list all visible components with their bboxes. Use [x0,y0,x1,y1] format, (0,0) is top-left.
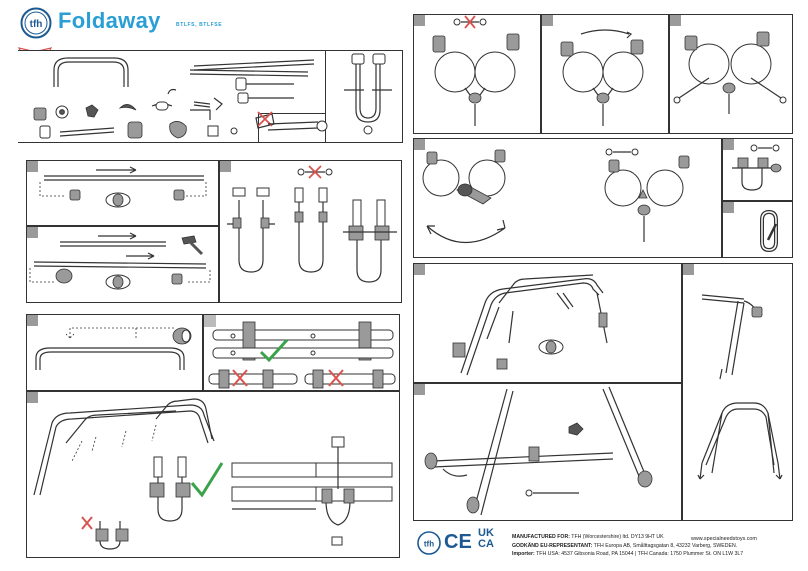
step-number-5 [204,315,216,327]
website-link[interactable]: www.specialneedstoys.com [691,536,757,542]
step-14-illustration [697,294,783,480]
step-number-12 [723,202,734,213]
step-6-illustration [33,398,393,550]
step-number-4 [27,315,38,326]
ukca-line-1: UK [478,527,494,539]
tfh-logo-icon: tfh [20,7,52,39]
step-number-10 [414,139,425,150]
step-number-13 [414,264,425,275]
step-1-illustration [39,166,207,208]
eu-label: GODKÄND EU-REPRESENTANT: [512,542,593,549]
hammer-icon [178,234,206,256]
step-number-15 [414,384,425,395]
svg-text:tfh: tfh [424,540,434,549]
step-10-illustration [422,148,690,244]
step-11-illustration [732,144,782,191]
manufacturer-info: MANUFACTURED FOR: TFH (Worcestershire) l… [512,533,743,559]
step-5-illustration [208,321,396,389]
globe-seats-illustration [432,15,787,126]
eu-value: TFH Europa AB, Smålttagsgatan 8, 43232 V… [593,542,738,549]
manufactured-label: MANUFACTURED FOR: [512,534,570,540]
ce-mark: CE [444,531,472,553]
step-number-7 [414,15,425,26]
step-number-9 [670,15,681,26]
step-number-2 [27,227,38,238]
importer-label: Importer: [512,551,535,558]
manufactured-value: TFH (Worcestershire) ltd. DY13 9HT UK [571,534,664,540]
step-2-illustration [29,232,211,290]
step-panel-9 [669,14,793,134]
step-number-1 [27,161,38,172]
step-panel-13 [413,263,682,383]
carabiner-icon [756,209,782,253]
importer-value: TFH USA: 4537 Gibsonia Road, PA 15044 | … [536,551,744,558]
svg-text:tfh: tfh [30,19,43,30]
step-13-illustration [452,274,608,376]
ukca-mark: UK CA [478,528,494,550]
step-4-illustration [35,327,192,370]
ukca-line-2: CA [478,538,494,550]
step-number-6 [27,392,38,403]
tfh-mark-icon: tfh [417,531,441,555]
product-title: Foldaway [58,8,161,33]
step-number-3 [220,161,231,172]
step-number-14 [683,264,694,275]
step-number-8 [542,15,553,26]
product-codes: BTLFS, BTLFSE [176,22,223,28]
step-15-illustration [424,386,653,516]
step-number-11 [723,139,734,150]
parts-illustration [33,53,392,139]
step-panel-15 [413,383,682,521]
step-3-illustration [227,165,397,283]
